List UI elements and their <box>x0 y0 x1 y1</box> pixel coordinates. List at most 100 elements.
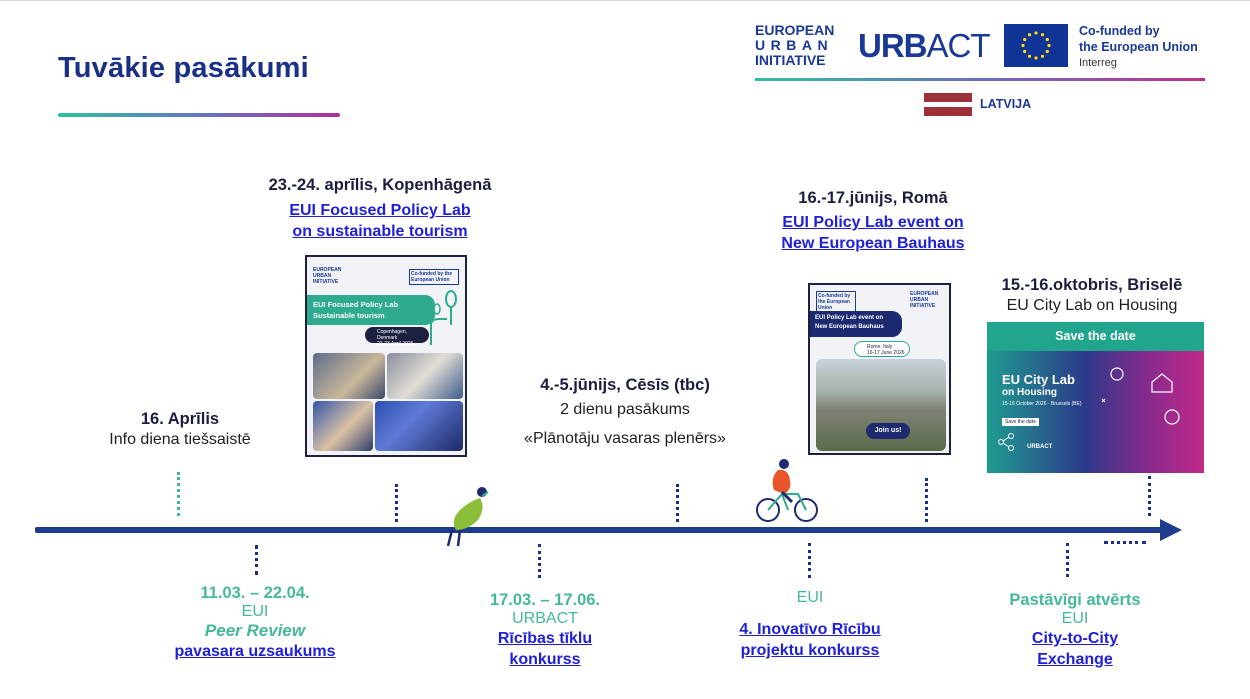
cofund-line2: the European Union <box>1079 40 1198 54</box>
poster-loc-date: 23-23 April 2026 <box>377 341 414 347</box>
call-org: EUI <box>241 603 269 620</box>
marker-rome <box>925 478 928 522</box>
event-brussels: 15.-16.oktobris, Briselē EU City Lab on … <box>972 276 1212 315</box>
marker-info-day <box>177 472 180 516</box>
link-line1: EUI Focused Policy Lab <box>289 202 471 219</box>
city-to-city-exchange-link[interactable]: City-to-City Exchange <box>960 628 1190 670</box>
event-cesis: 4.-5.jūnijs, Cēsīs (tbc) 2 dienu pasākum… <box>490 376 760 448</box>
poster-band-line2: Sustainable tourism <box>313 311 385 320</box>
poster-loc: Copenhagen, Denmark <box>377 329 408 341</box>
poster-photo-3 <box>313 401 373 451</box>
poster-header: EUROPEAN URBAN INITIATIVE <box>910 291 939 309</box>
latvia-flag-icon <box>924 93 972 116</box>
event-desc: 2 dienu pasākums <box>560 401 690 418</box>
eui-logo-line2: URBAN <box>755 37 834 53</box>
join-us-button[interactable]: Join us! <box>866 423 910 439</box>
eui-focused-policy-lab-link[interactable]: EUI Focused Policy Lab on sustainable to… <box>230 200 530 242</box>
link-line2: konkurss <box>509 651 581 668</box>
poster-header: EUROPEAN URBAN INITIATIVE <box>313 267 342 285</box>
call-date: 17.03. – 17.06. <box>489 591 601 609</box>
urbact-logo-bold: URB <box>858 27 927 64</box>
call-city-exchange: Pastāvīgi atvērts EUI City-to-City Excha… <box>960 591 1190 670</box>
event-date: 15.-16.oktobris, Briselē <box>1001 276 1183 294</box>
call-action-networks: 17.03. – 17.06. URBACT Rīcības tīklu kon… <box>430 591 660 670</box>
eui-logo: EUROPEAN URBAN INITIATIVE <box>755 23 834 68</box>
action-networks-call-link[interactable]: Rīcības tīklu konkurss <box>430 628 660 670</box>
poster-tree-icon <box>430 290 457 345</box>
urbact-logo-light: ACT <box>926 27 991 64</box>
logo-divider <box>755 78 1205 81</box>
marker-action-networks <box>538 544 541 578</box>
call-org: URBACT <box>512 610 578 627</box>
innovative-actions-call-link[interactable]: 4. Inovatīvo Rīcību projektu konkurss <box>695 619 925 661</box>
event-desc: EU City Lab on Housing <box>1006 297 1178 314</box>
banner-subtitle: 15-16 October 2026 · Brussels (BE) <box>1002 401 1082 407</box>
event-rome: 16.-17.jūnijs, Romā EUI Policy Lab event… <box>728 189 1018 254</box>
poster-loc-date: 16-17 June 2026 <box>867 350 905 356</box>
event-date: 23.-24. aprīlis, Kopenhāgenā <box>268 176 492 194</box>
cofund-line3: Interreg <box>1079 57 1117 69</box>
poster-band-line1: EUI Policy Lab event on <box>815 315 884 321</box>
poster-location: Rome, Italy 16-17 June 2026 <box>854 341 910 357</box>
link-line2: Exchange <box>1037 651 1113 668</box>
marker-cesis <box>676 484 679 522</box>
timeline-arrow-icon <box>1160 519 1182 541</box>
link-line2: on sustainable tourism <box>292 223 468 240</box>
network-icon <box>998 433 1014 451</box>
country-label: LATVIJA <box>980 97 1032 111</box>
event-copenhagen: 23.-24. aprīlis, Kopenhāgenā EUI Focused… <box>230 176 530 242</box>
link-line1: City-to-City <box>1031 630 1119 647</box>
banner-save-date: Save the date <box>1002 418 1039 426</box>
person-sitting-icon <box>446 487 489 547</box>
poster-photo-2 <box>387 353 463 399</box>
top-border <box>0 0 1250 1</box>
housing-icons <box>1101 367 1180 425</box>
timeline-dotted-extension <box>1104 541 1146 544</box>
marker-brussels <box>1148 476 1151 516</box>
page-title: Tuvākie pasākumi <box>58 52 309 84</box>
link-line1: 4. Inovatīvo Rīcību <box>739 621 881 638</box>
cofund-line1: Co-funded by <box>1079 24 1160 38</box>
banner-urbact-logo: URBACT <box>1027 444 1053 450</box>
link-line1: Rīcības tīklu <box>497 630 593 647</box>
banner-title: EU City Lab on Housing <box>1002 373 1075 399</box>
poster-band-line1: EUI Focused Policy Lab <box>313 300 399 309</box>
call-org: EUI <box>796 589 824 606</box>
link-line2: projektu konkurss <box>740 642 880 659</box>
marker-innovative-actions <box>808 543 811 578</box>
eui-logo-line3: INITIATIVE <box>755 52 826 68</box>
save-the-date-label: Save the date <box>987 322 1204 351</box>
poster-band: EUI Policy Lab event on New European Bau… <box>810 311 902 337</box>
call-innovative-actions: EUI 4. Inovatīvo Rīcību projektu konkurs… <box>695 589 925 661</box>
event-date: 16. Aprīlis <box>140 410 220 428</box>
poster-loc: Rome, Italy <box>867 344 893 350</box>
poster-copenhagen: EUROPEAN URBAN INITIATIVE Co-funded by t… <box>305 255 467 457</box>
eu-flag-icon <box>1004 24 1068 67</box>
poster-rome: Co-funded by the European Union EUROPEAN… <box>808 283 951 455</box>
event-desc2: «Plānotāju vasaras plenērs» <box>524 430 726 447</box>
eui-policy-lab-bauhaus-link[interactable]: EUI Policy Lab event on New European Bau… <box>728 212 1018 254</box>
cyclist-icon <box>756 459 818 522</box>
banner-title-line1: EU City Lab <box>1002 372 1075 387</box>
call-italic-title: Peer Review <box>204 621 306 640</box>
banner-title-line2: on Housing <box>1002 387 1057 398</box>
poster-band-line2: New European Bauhaus <box>815 324 884 330</box>
peer-review-call-link[interactable]: pavasara uzsaukums <box>174 643 336 660</box>
marker-copenhagen <box>395 484 398 522</box>
poster-cofund: Co-funded by the European Union <box>816 291 856 313</box>
link-line1: EUI Policy Lab event on <box>782 214 964 231</box>
eui-logo-line1: EUROPEAN <box>755 22 835 38</box>
call-date: 11.03. – 22.04. <box>200 584 310 602</box>
call-date: Pastāvīgi atvērts <box>1009 591 1141 609</box>
cofunded-text: Co-funded by the European Union Interreg <box>1079 23 1198 71</box>
poster-brussels: Save the date EU City Lab on Housing 15-… <box>987 322 1204 473</box>
poster-photo-1 <box>313 353 385 399</box>
poster-photo-4 <box>375 401 463 451</box>
event-date: 4.-5.jūnijs, Cēsīs (tbc) <box>540 376 710 394</box>
link-line2: New European Bauhaus <box>781 235 965 252</box>
marker-peer-review <box>255 545 258 575</box>
event-info-day: 16. Aprīlis Info diena tiešsaistē <box>70 410 290 449</box>
poster-location: Copenhagen, Denmark 23-23 April 2026 <box>365 327 429 347</box>
event-date: 16.-17.jūnijs, Romā <box>798 189 948 207</box>
call-peer-review: 11.03. – 22.04. EUI Peer Review pavasara… <box>140 584 370 662</box>
